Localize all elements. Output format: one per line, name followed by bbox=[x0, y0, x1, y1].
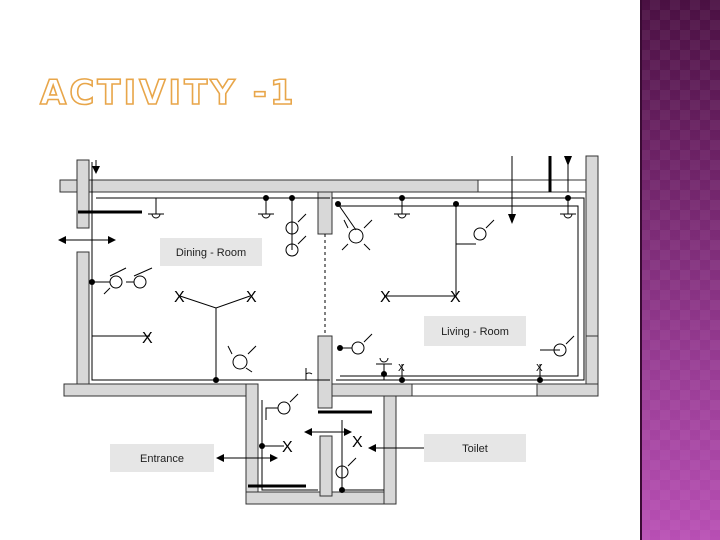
room-labels: Dining - Room Living - Room Entrance Toi… bbox=[110, 238, 526, 472]
double-arrows bbox=[58, 236, 424, 462]
wall-bottom-window bbox=[411, 383, 538, 397]
fixture-mark: X bbox=[246, 289, 257, 306]
wall-bottom-mid bbox=[331, 383, 413, 397]
switch-symbols bbox=[103, 213, 575, 490]
fixture-mark: X bbox=[380, 289, 391, 306]
dining-room-label-box bbox=[160, 238, 262, 266]
wall-right-upper bbox=[585, 155, 599, 337]
fixture-mark: X bbox=[282, 439, 293, 456]
living-room-label-box bbox=[424, 316, 526, 346]
wall-left-lower bbox=[76, 251, 90, 385]
entrance-label: Entrance bbox=[140, 453, 184, 465]
wall-entrance-bottom bbox=[245, 491, 387, 505]
wall-bottom-left bbox=[63, 383, 250, 397]
walls bbox=[59, 155, 599, 505]
junction-dots bbox=[89, 195, 571, 493]
wall-entrance-left bbox=[245, 383, 259, 495]
fixture-mark: X bbox=[174, 289, 185, 306]
toilet-label: Toilet bbox=[462, 443, 488, 455]
decorative-side-panel bbox=[640, 0, 720, 540]
wall-partition-lower bbox=[317, 335, 333, 409]
dining-room-label: Dining - Room bbox=[176, 247, 246, 259]
entrance-label-box bbox=[110, 444, 214, 472]
electrical-floor-plan: X X X X X X X X X Dining - Room Living -… bbox=[58, 155, 599, 505]
socket-symbols bbox=[148, 213, 576, 380]
living-room-label: Living - Room bbox=[441, 326, 509, 338]
wall-top-window bbox=[477, 179, 587, 193]
fixture-mark: X bbox=[142, 330, 153, 347]
slide-title: Activity -1 bbox=[39, 73, 297, 113]
wall-left-upper bbox=[76, 159, 90, 229]
wall-top-left bbox=[59, 179, 479, 193]
wall-bottom-right bbox=[536, 383, 599, 397]
wall-toilet-divider bbox=[319, 435, 333, 497]
fixture-mark: X bbox=[398, 363, 405, 374]
fixture-marks: X X X X X X X X X bbox=[142, 289, 543, 456]
wall-toilet-right bbox=[383, 395, 397, 505]
fixture-mark: X bbox=[536, 363, 543, 374]
fixture-mark: X bbox=[450, 289, 461, 306]
fixture-mark: X bbox=[352, 434, 363, 451]
toilet-label-box bbox=[424, 434, 526, 462]
